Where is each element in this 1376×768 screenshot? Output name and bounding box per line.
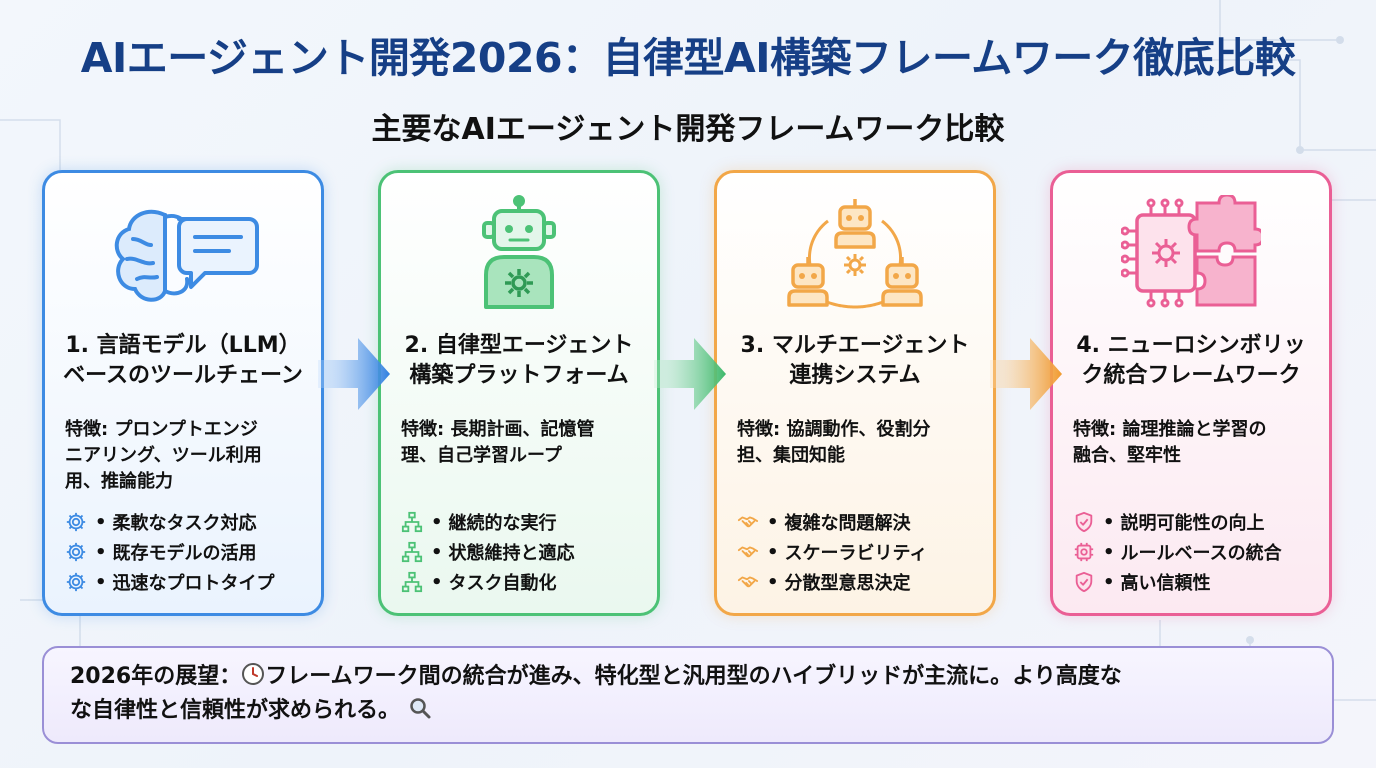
bullet-text: 既存モデルの活用	[112, 543, 257, 564]
card-features-line1: 特徴: 長期計画、記憶管	[401, 419, 595, 440]
list-item: •柔軟なタスク対応	[65, 507, 311, 537]
handshake-icon	[737, 516, 759, 528]
handshake-icon	[737, 576, 759, 588]
card-bullet-list: •複雑な問題解決 •スケーラビリティ •分散型意思決定	[737, 507, 983, 597]
card-features-line1: 特徴: 協調動作、役割分	[737, 419, 931, 440]
outlook-label: 2026年の展望：	[70, 664, 242, 689]
card-features-line1: 特徴: 論理推論と学習の	[1073, 419, 1267, 440]
list-item: •高い信頼性	[1073, 567, 1319, 597]
handshake-icon	[737, 546, 759, 558]
list-item: •分散型意思決定	[737, 567, 983, 597]
flowchart-icon	[401, 541, 423, 563]
list-item: •タスク自動化	[401, 567, 647, 597]
card-bullet-list: •柔軟なタスク対応 •既存モデルの活用 •迅速なプロトタイプ	[65, 507, 311, 597]
card-features-line2: 理、自己学習ループ	[401, 445, 562, 466]
card-title-line1: 4. ニューロシンボリッ	[1076, 333, 1306, 358]
card-title-line2: ク統合フレームワーク	[1081, 363, 1301, 388]
list-item: •ルールベースの統合	[1073, 537, 1319, 567]
bullet-text: 複雑な問題解決	[784, 513, 911, 534]
list-item: •状態維持と適応	[401, 537, 647, 567]
gear-icon	[66, 512, 86, 532]
bullet-text: 高い信頼性	[1120, 573, 1211, 594]
bullet-text: 迅速なプロトタイプ	[112, 573, 275, 594]
card-features-line3: 用、推論能力	[65, 471, 173, 492]
chip-puzzle-icon	[1121, 195, 1261, 308]
card-bullet-list: •継続的な実行 •状態維持と適応 •タスク自動化	[401, 507, 647, 597]
bullet-text: 分散型意思決定	[784, 573, 911, 594]
outlook-text-line2: な自律性と信頼性が求められる。	[70, 698, 401, 723]
shield-icon	[1075, 511, 1093, 533]
bullet-text: 柔軟なタスク対応	[112, 513, 257, 534]
arrow-right-icon	[654, 338, 726, 410]
subtitle: 主要なAIエージェント開発フレームワーク比較	[371, 112, 1005, 147]
list-item: •スケーラビリティ	[737, 537, 983, 567]
card-title-line2: ベースのツールチェーン	[63, 363, 303, 388]
card-autonomous-agent-platform: 2. 自律型エージェント 構築プラットフォーム 特徴: 長期計画、記憶管 理、自…	[378, 170, 660, 616]
bullet-text: タスク自動化	[448, 573, 557, 594]
bullet-text: スケーラビリティ	[784, 543, 928, 564]
card-title-line1: 1. 言語モデル（LLM）	[65, 333, 301, 358]
card-title-line2: 構築プラットフォーム	[409, 363, 629, 388]
clock-icon	[242, 663, 265, 685]
card-title-line1: 3. マルチエージェント	[740, 333, 970, 358]
bullet-text: ルールベースの統合	[1120, 543, 1282, 564]
card-features-line1: 特徴: プロンプトエンジ	[65, 419, 258, 440]
card-title-line2: 連携システム	[789, 363, 921, 388]
list-item: •迅速なプロトタイプ	[65, 567, 311, 597]
gear-icon	[66, 572, 86, 592]
main-title: AIエージェント開発2026：自律型AI構築フレームワーク徹底比較	[80, 34, 1296, 82]
card-features-line2: ニアリング、ツール利用	[65, 445, 262, 466]
list-item: •継続的な実行	[401, 507, 647, 537]
card-title-line1: 2. 自律型エージェント	[404, 333, 634, 358]
magnifier-icon	[409, 698, 431, 719]
shield-icon	[1075, 571, 1093, 593]
chip-gear-icon	[1074, 542, 1094, 562]
flowchart-icon	[401, 571, 423, 593]
card-llm-toolchain: 1. 言語モデル（LLM） ベースのツールチェーン 特徴: プロンプトエンジ ニ…	[42, 170, 324, 616]
card-bullet-list: •説明可能性の向上 •ルールベースの統合 •高い信頼性	[1073, 507, 1319, 597]
bullet-text: 継続的な実行	[448, 513, 557, 534]
list-item: •複雑な問題解決	[737, 507, 983, 537]
outlook-text-line1: フレームワーク間の統合が進み、特化型と汎用型のハイブリッドが主流に。より高度な	[265, 664, 1122, 689]
list-item: •既存モデルの活用	[65, 537, 311, 567]
outlook-box: 2026年の展望： フレームワーク間の統合が進み、特化型と汎用型のハイブリッドが主…	[42, 646, 1334, 744]
card-multi-agent-system: 3. マルチエージェント 連携システム 特徴: 協調動作、役割分 担、集団知能 …	[714, 170, 996, 616]
flowchart-icon	[401, 511, 423, 533]
arrow-right-icon	[318, 338, 390, 410]
brain-chat-icon	[114, 209, 259, 302]
bullet-text: 説明可能性の向上	[1120, 513, 1265, 534]
card-features-line2: 担、集団知能	[737, 445, 845, 466]
robot-gear-icon	[482, 195, 556, 309]
bullet-text: 状態維持と適応	[448, 543, 575, 564]
multi-robot-icon	[787, 199, 923, 309]
arrow-right-icon	[990, 338, 1062, 410]
gear-icon	[66, 542, 86, 562]
card-features-line2: 融合、堅牢性	[1073, 445, 1181, 466]
card-neuro-symbolic-framework: 4. ニューロシンボリッ ク統合フレームワーク 特徴: 論理推論と学習の 融合、…	[1050, 170, 1332, 616]
list-item: •説明可能性の向上	[1073, 507, 1319, 537]
